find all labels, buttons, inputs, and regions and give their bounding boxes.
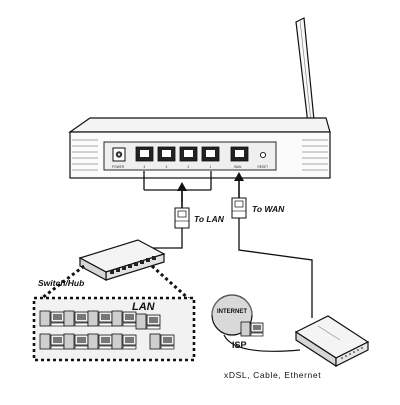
lan-port-4 <box>135 146 154 162</box>
to-wan-label: To WAN <box>252 204 285 214</box>
lan-port-group: 4 3 2 1 <box>135 146 220 169</box>
lan-port-number: 2 <box>188 165 190 169</box>
modem-indicator-leds <box>341 347 363 359</box>
lan-computer <box>63 310 89 327</box>
lan-computer <box>87 333 113 350</box>
wan-cable <box>238 218 313 318</box>
reset-label: RESET <box>258 165 269 169</box>
lan-port-3 <box>157 146 176 162</box>
lan-computer <box>111 333 137 350</box>
power-port <box>112 147 126 162</box>
router: POWER 4 3 2 1 <box>68 117 331 179</box>
wan-port <box>230 146 249 162</box>
lan-computer <box>135 313 161 330</box>
lan-port-2 <box>179 146 198 162</box>
lan-cable-plug <box>174 207 190 229</box>
lan-label: LAN <box>132 301 156 313</box>
isp-line <box>223 334 301 352</box>
wan-label: WAN <box>234 165 242 169</box>
wan-arrow <box>234 172 244 198</box>
modem <box>294 315 370 368</box>
lan-port-number: 3 <box>166 165 168 169</box>
router-vent-lines <box>72 139 328 171</box>
lan-area <box>32 296 196 362</box>
to-lan-label: To LAN <box>194 214 225 224</box>
isp-label: ISP <box>232 340 247 350</box>
reset-button-hole <box>259 151 267 159</box>
wan-cable-plug <box>231 197 247 219</box>
internet-label: INTERNET <box>217 309 247 315</box>
switch-ports <box>110 256 156 274</box>
isp-computer <box>240 321 264 337</box>
lan-computer <box>149 333 175 350</box>
modem-types-label: xDSL, Cable, Ethernet <box>224 370 321 380</box>
lan-dashed-link <box>41 264 192 302</box>
switch-hub <box>78 239 166 282</box>
lan-computer <box>39 310 65 327</box>
lan-arrow <box>177 182 187 208</box>
lan-computer <box>39 333 65 350</box>
lan-port-number: 4 <box>144 165 146 169</box>
lan-port-1 <box>201 146 220 162</box>
lan-computer <box>63 333 89 350</box>
switch-hub-label: Switch/Hub <box>38 278 84 288</box>
power-label: POWER <box>112 165 125 169</box>
lan-computer <box>87 310 113 327</box>
lan-computer <box>111 310 137 327</box>
lan-port-number: 1 <box>210 165 212 169</box>
